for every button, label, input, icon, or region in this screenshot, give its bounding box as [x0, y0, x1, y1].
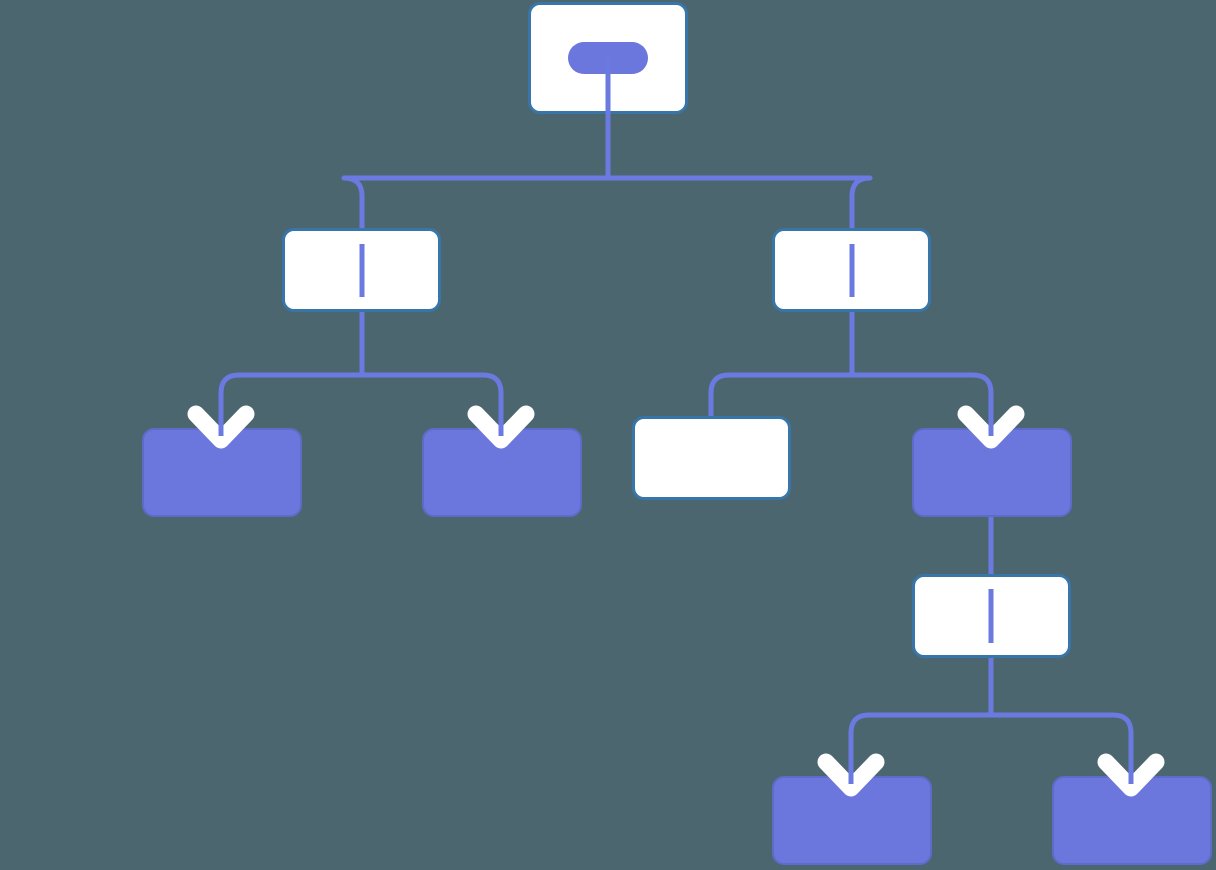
node-leaf-3-blank[interactable] [632, 416, 791, 500]
node-root[interactable] [528, 2, 688, 114]
node-leaf-5[interactable] [1052, 776, 1212, 865]
node-leaf-1[interactable] [142, 428, 302, 517]
node-branch-right[interactable] [772, 228, 931, 312]
node-leaf-4[interactable] [772, 776, 932, 865]
node-branch-left[interactable] [282, 228, 441, 312]
node-subtree-middle[interactable] [912, 574, 1071, 658]
node-subtree-parent[interactable] [912, 428, 1072, 517]
node-leaf-2[interactable] [422, 428, 582, 517]
root-pill-placeholder [568, 42, 648, 74]
